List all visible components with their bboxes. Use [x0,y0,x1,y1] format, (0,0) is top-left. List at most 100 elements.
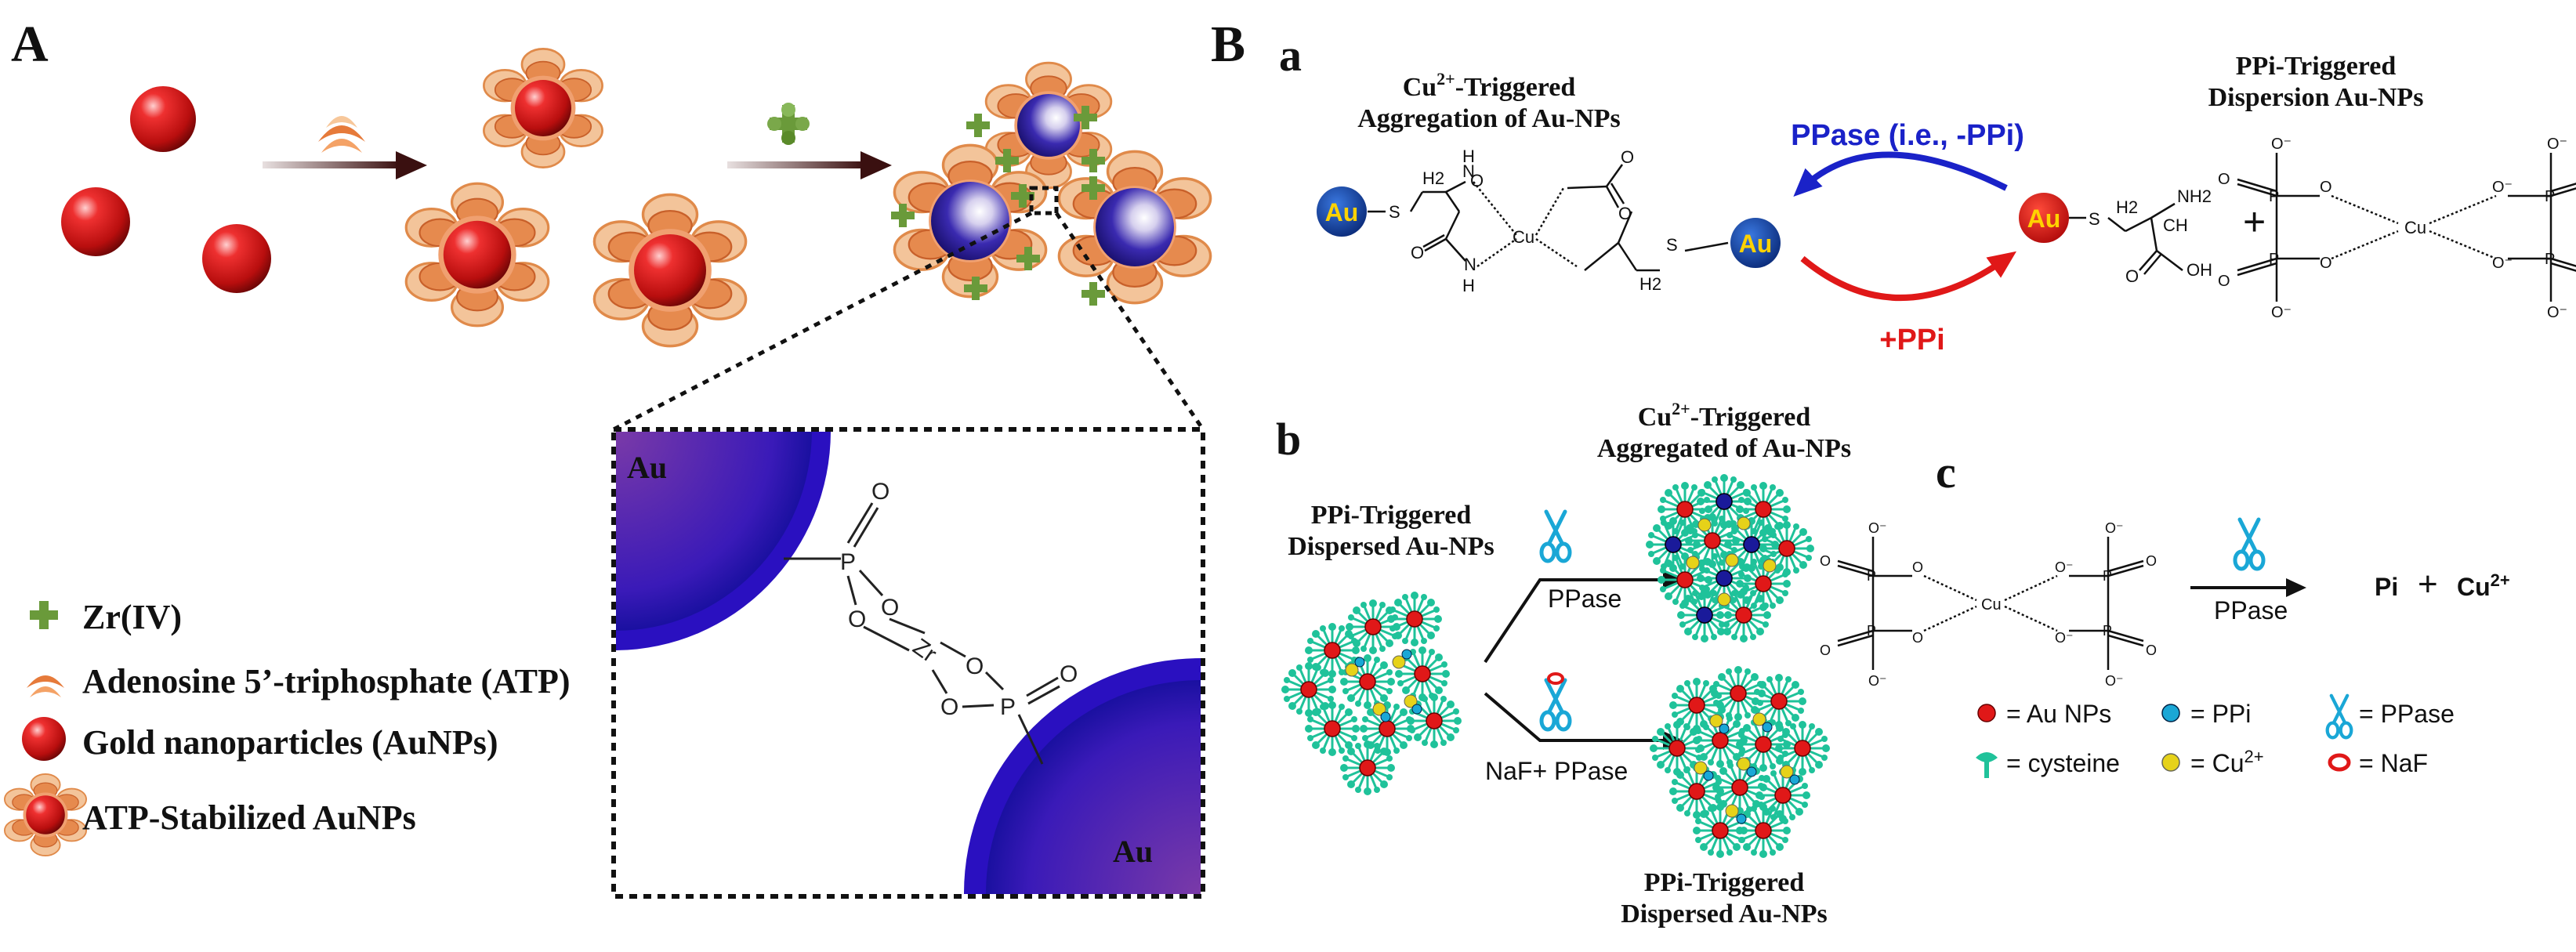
svg-text:O⁻: O⁻ [2547,304,2567,321]
legend-ppase-text: = PPase [2359,700,2455,728]
ppi-dot-icon [2161,704,2180,722]
process-arrow [263,151,427,179]
atom-h-2: H [1462,276,1475,295]
svg-text:P: P [2103,568,2112,584]
atp-stabilized-aunp [483,48,603,168]
svg-text:O⁻: O⁻ [2547,136,2567,153]
svg-text:P: P [1867,568,1876,584]
legend-atp-text: Adenosine 5’-triphosphate (ATP) [82,662,571,700]
svg-text:O⁻: O⁻ [2055,559,2074,575]
dispersed-cluster-right [1648,664,1831,860]
zoom-au-label-top: Au [627,450,667,485]
atom-ch: CH [2163,215,2188,235]
a-plus: + [2243,200,2266,244]
atp-arc-icon [318,116,365,153]
atom-n-2: N [1464,255,1476,274]
au-ball-right-text: Au [1739,230,1773,258]
svg-text:O⁻: O⁻ [2271,304,2292,321]
b-top-title-line2: Aggregated of Au-NPs [1597,434,1851,463]
a-right-title-line1: PPi-Triggered [2236,52,2397,81]
svg-text:O⁻: O⁻ [1868,520,1887,536]
gold-nanoparticle [202,224,271,293]
atp-stabilized-aunp [592,193,748,348]
zr-cross-icon [767,103,810,145]
arrow-ppi-label: +PPi [1879,324,1944,357]
svg-text:O: O [2146,553,2157,569]
legend-ppi-text: = PPi [2190,700,2251,728]
svg-text:P: P [2103,623,2112,639]
atom-h-1: H [1462,147,1475,166]
panel-a-legend: Zr(IV) Adenosine 5’-triphosphate (ATP) G… [3,598,571,857]
sub-c-label: c [1936,447,1956,498]
legend-gold-text: Gold nanoparticles (AuNPs) [82,723,498,762]
c-product-pi: Pi [2375,573,2398,601]
zoom-o-1: O [871,479,889,505]
zoom-inset: Au Au O [611,186,1205,899]
arrow-ppase-label: PPase (i.e., -PPi) [1791,119,2024,152]
legend-cu-text: = Cu2+ [2190,747,2264,777]
au-ball-left-text: Au [1325,198,1359,226]
svg-text:P: P [2269,188,2279,205]
svg-text:O: O [2320,255,2332,272]
panel-b: B a Cu2+-Triggered Aggregation of Au-NPs… [1211,16,2576,928]
au-ball-red [2019,193,2069,243]
atom-cu-c: Cu [1981,596,2002,614]
a-right-title-line2: Dispersion Au-NPs [2208,83,2424,112]
a-left-title-line2: Aggregation of Au-NPs [1357,104,1621,133]
atom-o-3: O [1621,147,1634,167]
b-bottom-title-line2: Dispersed Au-NPs [1621,900,1828,928]
au-ball-right [1730,218,1781,268]
b-arrow-top-label: PPase [1548,585,1621,613]
atom-s-2: S [1666,235,1678,255]
b-bottom-title-line1: PPi-Triggered [1644,868,1805,897]
svg-text:O: O [2218,273,2230,290]
sub-b-label: b [1276,414,1301,465]
svg-text:O: O [1820,643,1831,658]
b-left-title-line1: PPi-Triggered [1311,501,1472,530]
dispersed-cluster-left [1280,590,1463,797]
svg-text:O: O [1912,559,1923,575]
arrow-ppi [1800,251,2017,301]
panel-b-b: b PPi-Triggered Dispersed Au-NPs Cu2+-Tr… [1276,399,1851,928]
au-ball-left [1317,186,1367,237]
svg-text:P: P [2545,251,2555,268]
zr-cross-icon [30,601,58,629]
svg-text:O: O [1820,553,1831,569]
svg-text:P: P [1867,623,1876,639]
zoom-o-2: O [881,595,899,621]
gold-nanoparticle [61,187,130,256]
gold-nanoparticle-group [61,86,271,293]
cu-dot-icon [2161,753,2180,772]
scissors-naf-icon [1542,672,1570,729]
scissors-icon [2235,519,2263,569]
b-top-title-line1: Cu2+-Triggered [1638,399,1811,432]
aggregated-aunp-cluster [891,61,1212,306]
gold-sphere-icon [22,717,66,761]
svg-text:O⁻: O⁻ [2055,630,2074,646]
zoom-o-5: O [940,694,958,720]
c-product-cu: Cu2+ [2457,570,2510,601]
atom-cu-a: Cu [1513,227,1534,247]
zr-crosses [891,106,1105,306]
naf-ring-icon [2328,753,2351,772]
atom-o-4: O [1618,204,1632,223]
svg-text:P: P [2269,251,2279,268]
arrow-ppase [1793,151,2008,197]
scissors-icon [1542,512,1570,561]
au-dot-icon [1977,704,1996,722]
legend-naf-text: = NaF [2359,749,2428,777]
atp-stabilized-aunp [404,182,550,328]
cu-cysteine-structure [1368,164,1729,272]
atp-aunp-icon [3,773,88,857]
panel-b-a: a Cu2+-Triggered Aggregation of Au-NPs P… [1279,30,2576,357]
svg-text:O⁻: O⁻ [2271,136,2292,153]
b-arrow-bottom [1484,692,1683,750]
svg-text:O: O [2146,643,2157,658]
svg-text:O: O [2218,171,2230,188]
zoom-o-6: O [1060,661,1078,687]
panel-b-label: B [1211,16,1245,73]
panel-b-c: c [1820,447,2510,778]
